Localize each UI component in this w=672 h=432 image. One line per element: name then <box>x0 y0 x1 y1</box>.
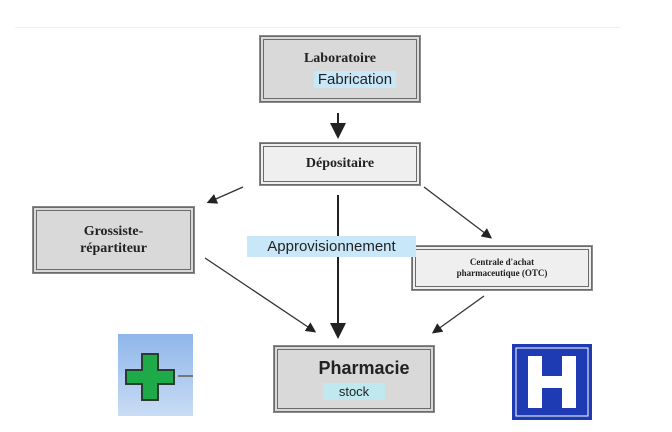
hospital-h-icon <box>512 344 592 420</box>
laboratoire-title: Laboratoire <box>303 50 377 66</box>
approvisionnement-label: Approvisionnement <box>247 236 416 257</box>
stock-tag: stock <box>322 383 386 400</box>
arrow-centrale-to-pharmacie <box>431 295 485 334</box>
grossiste-line2: répartiteur <box>80 241 147 256</box>
pharmacie-title: Pharmacie <box>318 358 410 378</box>
arrow-depositaire-to-grossiste <box>206 186 244 204</box>
node-grossiste-repartiteur: Grossiste- répartiteur <box>32 206 195 274</box>
node-laboratoire: Laboratoire Fabrication <box>259 35 421 103</box>
node-pharmacie: Pharmacie stock <box>273 345 435 413</box>
node-depositaire: Dépositaire <box>259 142 421 186</box>
arrow-grossiste-to-pharmacie <box>204 257 317 333</box>
depositaire-title: Dépositaire <box>305 156 375 171</box>
grossiste-line1: Grossiste- <box>83 224 144 239</box>
centrale-line1: Centrale d'achat <box>469 257 535 267</box>
node-centrale-achat: Centrale d'achat pharmaceutique (OTC) <box>411 245 593 291</box>
fabrication-tag: Fabrication <box>313 70 397 88</box>
arrow-depositaire-to-centrale <box>423 186 493 239</box>
green-cross-icon <box>118 334 193 416</box>
divider <box>15 27 620 28</box>
centrale-line2: pharmaceutique (OTC) <box>456 268 548 278</box>
